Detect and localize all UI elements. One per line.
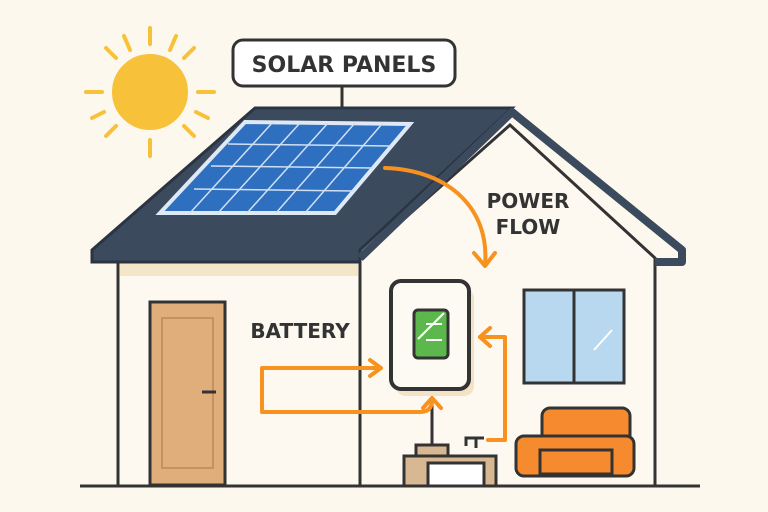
window bbox=[522, 288, 626, 385]
power-flow-text-line2: FLOW bbox=[496, 215, 561, 239]
solar-panels-label: SOLAR PANELS bbox=[231, 38, 457, 108]
arrow-desk-to-battery bbox=[478, 335, 507, 442]
arrow-left-loop bbox=[260, 366, 434, 414]
arrow-panel-to-battery bbox=[383, 166, 488, 267]
battery-label: BATTERY bbox=[250, 319, 350, 343]
battery-icon bbox=[389, 279, 474, 396]
power-flow-text-line1: POWER bbox=[487, 189, 570, 213]
solar-panel bbox=[155, 119, 415, 215]
power-flow-arrows bbox=[260, 166, 507, 442]
solar-panels-text: SOLAR PANELS bbox=[252, 53, 437, 78]
gable-roof-edge bbox=[357, 108, 686, 266]
door bbox=[148, 300, 227, 487]
roof-shadow bbox=[120, 262, 358, 276]
sofa bbox=[514, 406, 636, 478]
sun-icon bbox=[84, 26, 216, 158]
